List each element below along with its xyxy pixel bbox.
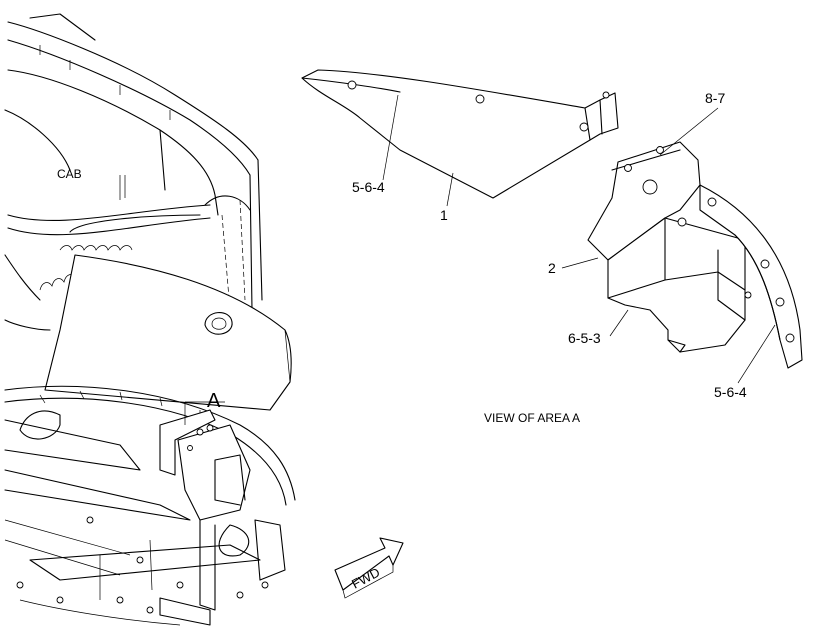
callout-box-part: 6-5-3: [568, 330, 601, 346]
callout-bracket-bolt: 8-7: [705, 90, 725, 106]
area-a-label: A: [207, 390, 221, 412]
machine-overview: [4, 13, 296, 626]
area-a-detail: [587, 141, 803, 369]
area-a-marker: A: [184, 390, 225, 425]
callout-guard-right-part: 5-6-4: [714, 384, 747, 400]
view-caption: VIEW OF AREA A: [484, 411, 580, 425]
leader-lines: [382, 94, 776, 384]
callout-guard-top-part: 5-6-4: [352, 179, 385, 195]
fwd-arrow-icon: FWD: [334, 537, 404, 599]
cab-label: CAB: [57, 167, 82, 181]
guard-plate-detail: [301, 69, 619, 199]
callout-guard-top-item: 1: [440, 207, 448, 223]
callout-bracket-item: 2: [548, 260, 556, 276]
